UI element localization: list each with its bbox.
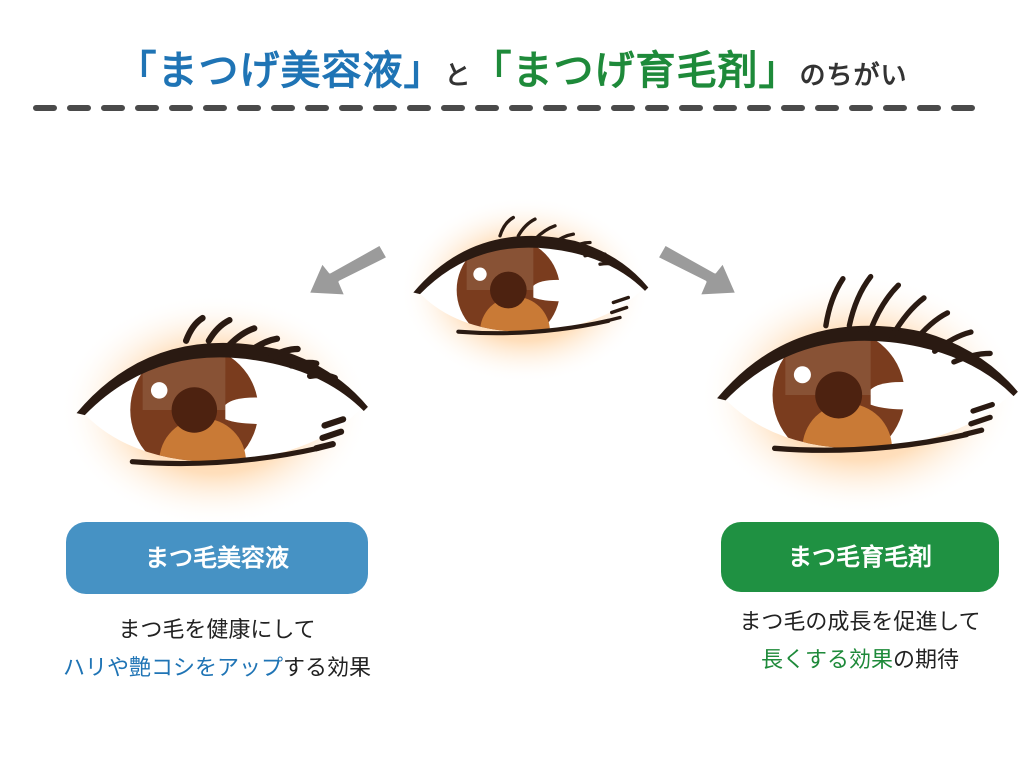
growth-desc-line1: まつ毛の成長を促進して	[739, 610, 981, 635]
growth-desc-highlight: 長くする効果	[760, 648, 893, 673]
growth-badge: まつ毛育毛剤	[721, 522, 999, 592]
right-eye-icon	[700, 273, 1020, 515]
arrow-down-left-icon	[306, 242, 390, 298]
title-bracket-close-2: 」	[758, 48, 800, 94]
page-title: 「まつげ美容液」と「まつげ育毛剤」のちがい	[0, 38, 1024, 96]
title-bracket-open-2: 「	[471, 48, 513, 94]
title-serum: まつげ美容液	[157, 48, 404, 94]
growth-description: まつ毛の成長を促進して 長くする効果の期待	[700, 604, 1020, 680]
growth-desc-line2: 長くする効果の期待	[700, 642, 1020, 680]
serum-desc-tail: する効果	[283, 656, 372, 681]
title-particle: と	[444, 61, 472, 91]
left-eye-icon	[60, 294, 370, 526]
arrow-down-right-icon	[655, 242, 739, 298]
title-bracket-close: 」	[403, 48, 445, 94]
title-suffix: のちがい	[799, 61, 908, 91]
serum-badge: まつ毛美容液	[66, 522, 368, 594]
serum-desc-line1: まつ毛を健康にして	[118, 618, 316, 643]
serum-description: まつ毛を健康にして ハリや艶コシをアップする効果	[0, 612, 434, 688]
serum-desc-highlight: ハリや艶コシをアップ	[62, 656, 283, 681]
top-eye-icon	[400, 196, 650, 384]
title-growth: まつげ育毛剤	[512, 48, 759, 94]
dashed-divider	[33, 105, 991, 111]
serum-desc-line2: ハリや艶コシをアップする効果	[0, 650, 434, 688]
growth-desc-tail: の期待	[893, 648, 960, 673]
title-bracket-open: 「	[116, 48, 158, 94]
